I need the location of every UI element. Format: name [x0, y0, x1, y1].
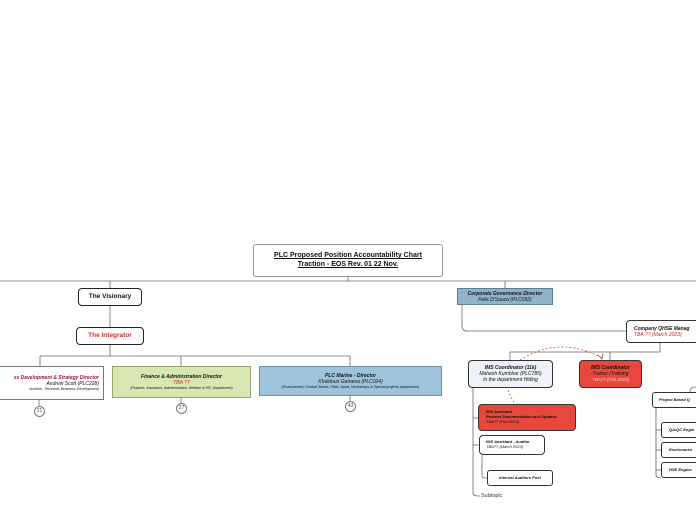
- marine-note: (Procurement, Central Stores, Fleet, Ass…: [281, 384, 420, 389]
- business-development-count-badge[interactable]: 21: [34, 406, 45, 417]
- governance-name: Felix D'Souza (PLC092): [478, 296, 532, 303]
- marine-node[interactable]: PLC Marine - Director Khaldoun Ganama (P…: [259, 366, 442, 396]
- hse-engineer-label: HSE Engine: [669, 466, 692, 472]
- ims-assistant-title: IMS Assistant: [486, 409, 513, 415]
- integrator-node[interactable]: The Integrator: [76, 327, 144, 345]
- ims-trainer-note: TBA?? (Feb 2023): [591, 377, 630, 383]
- project-qa-node[interactable]: Project Based Q: [652, 392, 696, 408]
- ims-assistant-title2: Process Documentation and Updates: [486, 414, 557, 420]
- hse-engineer-node[interactable]: HSE Engine: [661, 462, 696, 478]
- auditors-pool-label: Internal Auditors Pool: [499, 474, 541, 480]
- qhse-manager-node[interactable]: Company QHSE Manag TBA ?? (March 2023): [626, 320, 696, 343]
- finance-note: (Finance, Insurance, Administration, Wel…: [130, 385, 233, 390]
- ims-auditor-node[interactable]: IMS Assistant - Auditor TBA?? (March 202…: [479, 435, 545, 455]
- qhse-name: TBA ?? (March 2023): [634, 331, 682, 338]
- ims-trainer-node[interactable]: IMS Coordinator Trainer /Training TBA?? …: [579, 360, 642, 388]
- ims-coordinator-title: IMS Coordinator (11k): [484, 365, 537, 371]
- root-title: PLC Proposed Position Accountability Cha…: [274, 252, 422, 260]
- integrator-label: The Integrator: [88, 332, 132, 340]
- finance-name: TBA ??: [173, 379, 190, 386]
- ims-auditor-name: TBA?? (March 2023): [486, 444, 524, 449]
- finance-count-badge[interactable]: 27: [176, 403, 187, 414]
- visionary-label: The Visionary: [88, 293, 132, 301]
- governance-node[interactable]: Corporate Governance Director Felix D'So…: [457, 288, 553, 305]
- finance-title: Finance & Administration Director: [141, 373, 222, 380]
- governance-qhse-line: [461, 305, 626, 332]
- qaqc-label: QA/QC Engin: [669, 426, 695, 432]
- finance-node[interactable]: Finance & Administration Director TBA ??…: [112, 366, 251, 398]
- visionary-node[interactable]: The Visionary: [78, 288, 142, 306]
- qaqc-engineer-node[interactable]: QA/QC Engin: [661, 422, 696, 438]
- business-development-title: ss Development & Strategy Director: [13, 374, 99, 381]
- project-qa-label: Project Based Q: [659, 396, 690, 402]
- business-development-node[interactable]: ss Development & Strategy Director Andre…: [0, 366, 104, 400]
- ims-trainer-name: Trainer /Training: [592, 371, 629, 378]
- environment-label: Environmen: [669, 446, 693, 452]
- business-development-name: Andrew Scott (PLC228): [46, 380, 99, 387]
- assistant-relationship-arrow: [507, 389, 515, 403]
- ims-assistant-name: TBA?? (Feb 2023): [486, 418, 519, 424]
- ims-coordinator-name: Mahesh Kumbhar (PLC785): [479, 371, 542, 377]
- ims-trainer-title: IMS Coordinator: [591, 365, 630, 372]
- relationship-arrow: [519, 346, 603, 361]
- ims-coordinator-node[interactable]: IMS Coordinator (11k) Mahesh Kumbhar (PL…: [468, 360, 553, 388]
- marine-name: Khaldoun Ganama (PLC024): [318, 378, 383, 385]
- root-topic[interactable]: PLC Proposed Position Accountability Cha…: [253, 244, 443, 277]
- ims-coordinator-note: In the department Hiding: [483, 377, 538, 383]
- ims-assistant-node[interactable]: IMS Assistant Process Documentation and …: [478, 404, 576, 431]
- ims-auditor-title: IMS Assistant - Auditor: [486, 439, 530, 445]
- marine-count-badge[interactable]: 43: [345, 401, 356, 412]
- environment-node[interactable]: Environmen: [661, 442, 696, 458]
- business-development-note: rimeline, Technical, Business Developmen…: [29, 386, 99, 391]
- governance-title: Corporate Governance Director: [467, 290, 543, 297]
- root-subtitle: Traction - EOS Rev. 01 22 Nov.: [297, 260, 399, 268]
- marine-title: PLC Marine - Director: [324, 372, 377, 379]
- subtopic-node[interactable]: Subtopic: [481, 493, 503, 499]
- internal-auditors-pool-node[interactable]: Internal Auditors Pool: [487, 470, 553, 486]
- qhse-title: Company QHSE Manag: [634, 325, 690, 332]
